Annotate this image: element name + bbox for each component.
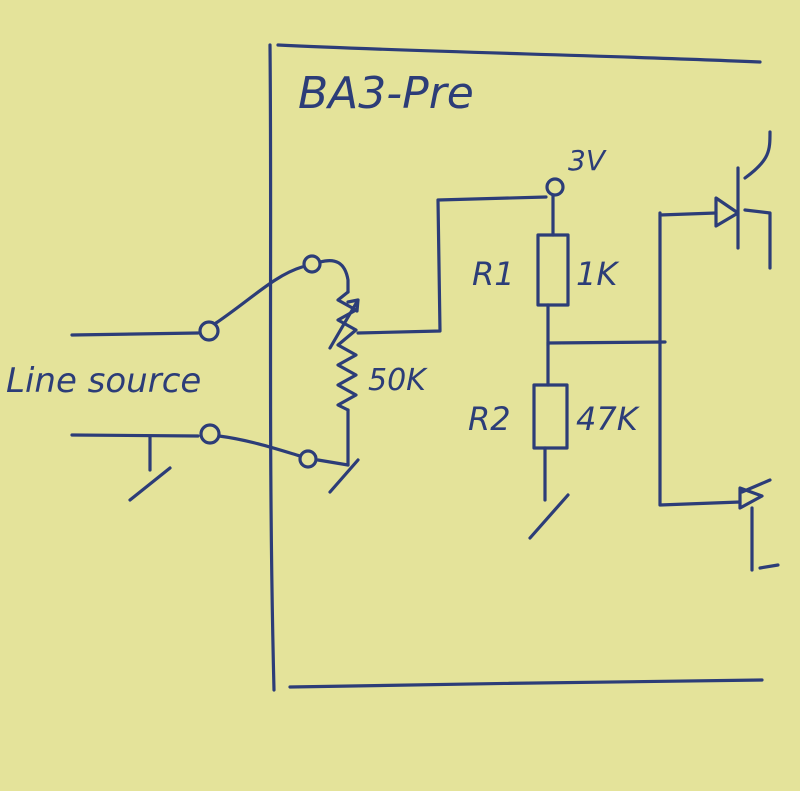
input-ground-symbol <box>128 435 172 502</box>
wiper-wire <box>356 195 548 335</box>
r1-value: 1K <box>576 255 620 293</box>
pot-terminal-bottom <box>298 449 318 469</box>
supply-label: 3V <box>568 144 607 177</box>
pot-wiper-arrow <box>328 298 360 350</box>
r2-name: R2 <box>468 400 511 438</box>
input-terminal-top <box>198 320 220 342</box>
resistor-r2 <box>532 383 569 450</box>
input-to-pot-bottom <box>217 434 302 458</box>
supply-terminal <box>545 177 565 197</box>
pot-value: 50K <box>368 363 428 398</box>
input-wire-top <box>70 331 200 337</box>
r1-name: R1 <box>472 255 515 293</box>
lower-transistor <box>738 478 780 572</box>
pot-terminal-top <box>302 254 322 274</box>
input-wire-bottom <box>70 433 200 438</box>
title: BA3-Pre <box>298 68 474 119</box>
input-to-pot-top <box>214 265 304 325</box>
r2-ground-symbol <box>528 493 570 540</box>
pot-ground-symbol <box>316 458 360 494</box>
pot-lead-top <box>318 258 350 294</box>
bias-node-wire <box>546 340 667 345</box>
upper-transistor <box>714 130 772 270</box>
input-label: Line source <box>6 361 201 401</box>
resistor-r1 <box>536 233 570 307</box>
enclosure-box <box>268 43 764 692</box>
input-terminal-bottom <box>199 423 221 445</box>
r2-value: 47K <box>576 400 641 438</box>
gate-bus <box>658 211 742 507</box>
